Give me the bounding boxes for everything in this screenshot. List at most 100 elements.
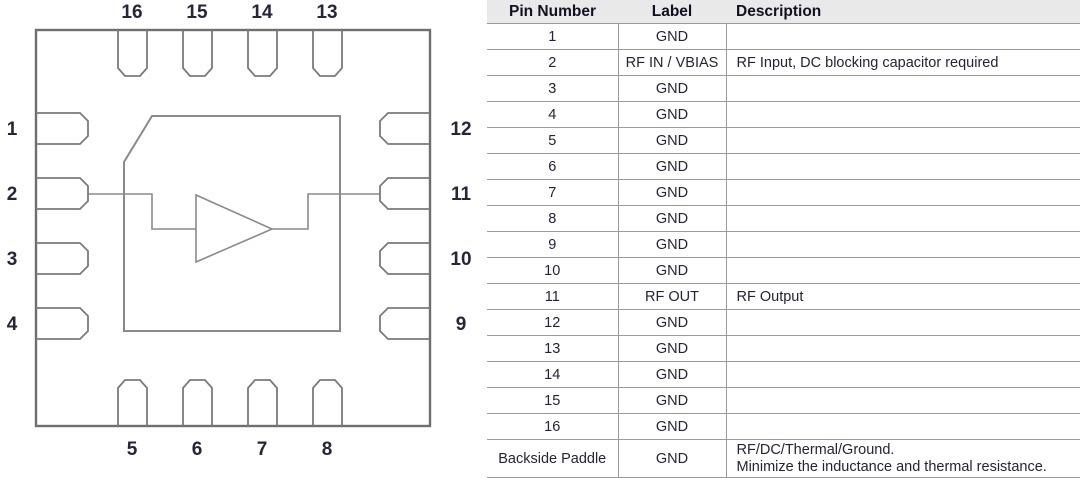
cell-pin-number: 10 [487,257,619,284]
cell-label: GND [618,23,727,50]
pin-label-5: 5 [127,439,138,460]
pad-11 [379,177,430,210]
pin-label-9: 9 [456,314,467,335]
pad-12 [379,112,430,145]
left-pads [36,112,89,340]
cell-description [726,413,1080,440]
pad-3 [36,242,89,275]
cell-description [726,127,1080,154]
cell-label: GND [618,413,727,440]
cell-pin-number: 12 [487,309,619,336]
pin-label-7: 7 [257,439,268,460]
pad-9 [379,307,430,340]
cell-label: GND [618,75,727,102]
cell-pin-number: 2 [487,49,619,76]
cell-pin-number: Backside Paddle [487,439,619,478]
cell-pin-number: 1 [487,23,619,50]
cell-pin-number: 8 [487,205,619,232]
pad-13 [312,30,343,77]
cell-description [726,75,1080,102]
rf-input-trace [88,193,196,230]
cell-description [726,309,1080,336]
package-pinout-diagram: 16 15 14 13 1 2 3 4 12 11 10 9 5 6 7 8 [0,0,480,461]
cell-pin-number: 9 [487,231,619,258]
cell-label: GND [618,257,727,284]
pad-2 [36,177,89,210]
pad-1 [36,112,89,145]
pin-label-16: 16 [121,2,142,23]
cell-description [726,387,1080,414]
cell-description [726,335,1080,362]
cell-description [726,257,1080,284]
amplifier-symbol [195,193,274,264]
pin-label-3: 3 [7,249,18,270]
cell-label: GND [618,309,727,336]
cell-label: GND [618,335,727,362]
cell-pin-number: 14 [487,361,619,388]
cell-pin-number: 5 [487,127,619,154]
cell-description [726,179,1080,206]
description-line-2: Minimize the inductance and thermal resi… [736,459,1047,475]
cell-description [726,23,1080,50]
cell-pin-number: 16 [487,413,619,440]
pin-label-6: 6 [192,439,203,460]
cell-pin-number: 15 [487,387,619,414]
cell-description [726,231,1080,258]
cell-label: GND [618,361,727,388]
cell-description [726,153,1080,180]
column-header-label: Label [618,0,726,24]
column-header-description: Description [726,0,1080,24]
package-body-outline [34,28,432,428]
cell-pin-number: 7 [487,179,619,206]
cell-label: GND [618,101,727,128]
pin-label-2: 2 [7,184,18,205]
cell-label: GND [618,439,727,478]
pin-label-12: 12 [450,119,471,140]
pin-label-10: 10 [450,249,471,270]
cell-label: GND [618,231,727,258]
cell-label: GND [618,179,727,206]
table-header-row: Pin Number Label Description [487,0,1080,24]
pin-label-4: 4 [7,314,18,335]
cell-pin-number: 3 [487,75,619,102]
pin-label-15: 15 [186,2,208,23]
cell-description [726,205,1080,232]
top-pads [117,30,343,77]
cell-description [726,361,1080,388]
cell-pin-number: 4 [487,101,619,128]
cell-description: RF Output [726,283,1080,310]
description-line-1: RF/DC/Thermal/Ground. [736,441,895,458]
cell-pin-number: 6 [487,153,619,180]
right-pads [379,112,430,340]
cell-label: RF IN / VBIAS [618,49,727,76]
cell-label: RF OUT [618,283,727,310]
pad-15 [182,30,213,77]
die-outline [123,115,341,332]
pin-label-1: 1 [7,119,18,140]
pad-16 [117,30,148,77]
cell-description: RF Input, DC blocking capacitor required [726,49,1080,76]
pad-10 [379,242,430,275]
column-header-pin-number: Pin Number [487,0,618,24]
pad-8 [312,379,343,426]
pad-14 [247,30,278,77]
pad-5 [117,379,148,426]
